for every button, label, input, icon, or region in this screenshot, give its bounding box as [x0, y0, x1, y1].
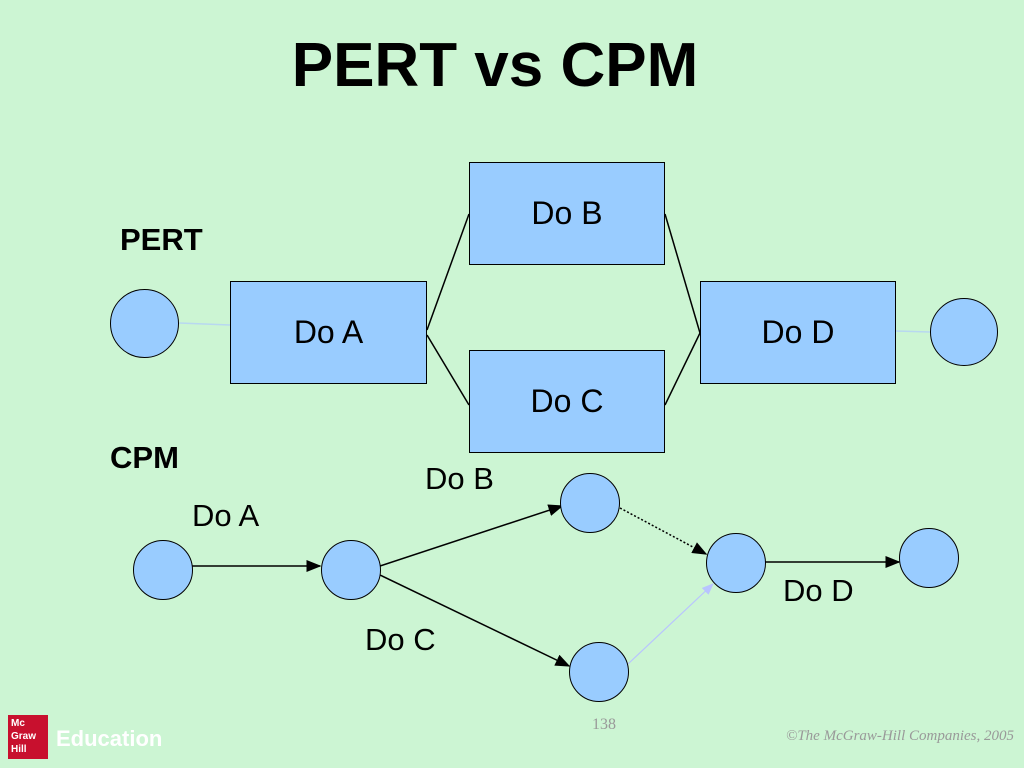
page-number: 138	[592, 716, 616, 733]
cpm-arrow-do-c	[379, 574, 571, 667]
logo-line-1: Mc	[11, 718, 25, 729]
pert-d-to-end-line	[895, 330, 931, 333]
cpm-node-4	[569, 642, 629, 702]
pert-box-do-a: Do A	[230, 281, 427, 384]
cpm-node-1	[133, 540, 193, 600]
cpm-label-do-a: Do A	[192, 498, 260, 533]
pert-b-to-d-line	[664, 213, 701, 334]
pert-a-to-c-line	[426, 334, 470, 406]
pert-end-node	[930, 298, 998, 366]
cpm-label-do-d: Do D	[783, 573, 854, 608]
logo-line-3: Hill	[11, 744, 27, 755]
cpm-node-2	[321, 540, 381, 600]
pert-box-do-d: Do D	[700, 281, 896, 384]
cpm-dummy-arrow	[619, 507, 708, 555]
cpm-node-6	[899, 528, 959, 588]
cpm-label-do-b: Do B	[425, 461, 494, 496]
page-title: PERT vs CPM	[291, 31, 699, 100]
mcgraw-hill-logo: Mc Graw Hill	[8, 715, 48, 759]
cpm-arrow-do-b	[379, 504, 564, 567]
copyright-notice: ©The McGraw-Hill Companies, 2005	[785, 728, 1014, 744]
pert-start-node	[110, 289, 179, 358]
pert-start-to-a-line	[178, 322, 231, 326]
pert-box-do-b: Do B	[469, 162, 665, 265]
pert-c-to-d-line	[664, 332, 701, 406]
cpm-arrow-c-to-join	[627, 583, 714, 665]
cpm-label: CPM	[110, 440, 179, 475]
cpm-label-do-c: Do C	[365, 622, 436, 657]
cpm-node-3	[560, 473, 620, 533]
pert-a-to-b-line	[426, 213, 470, 331]
cpm-node-5	[706, 533, 766, 593]
logo-wordmark: Education	[56, 726, 163, 751]
logo-line-2: Graw	[11, 731, 37, 742]
pert-label: PERT	[120, 222, 203, 257]
pert-box-do-c: Do C	[469, 350, 665, 453]
